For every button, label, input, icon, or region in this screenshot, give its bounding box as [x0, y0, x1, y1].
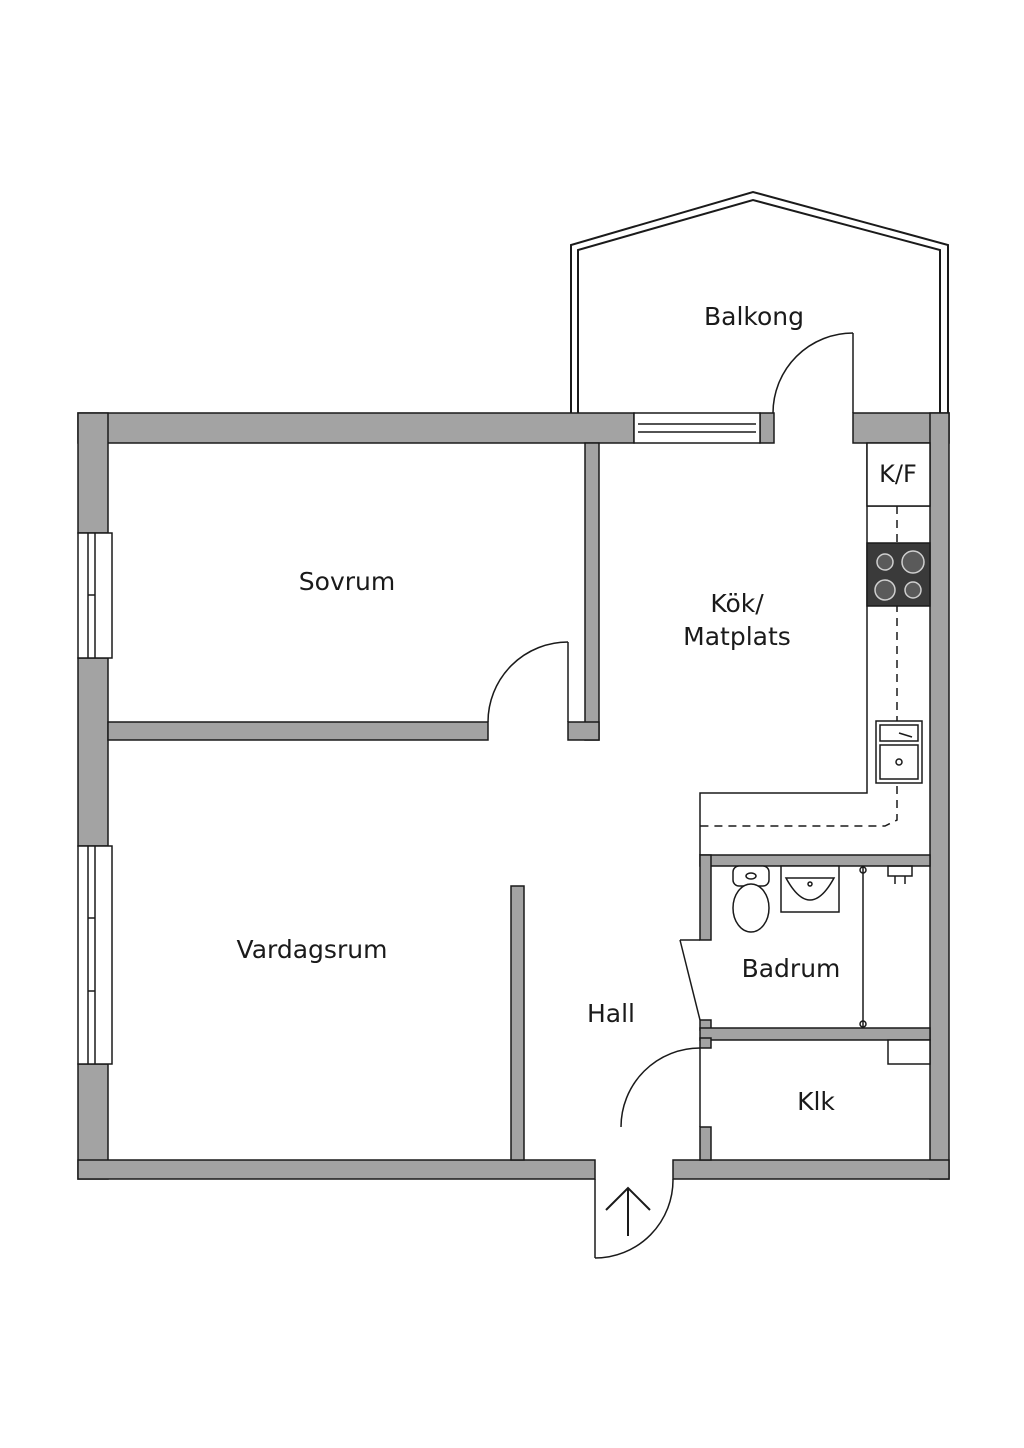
label-bathroom: Badrum [742, 954, 841, 983]
walls [77, 412, 950, 1180]
label-living-room: Vardagsrum [237, 935, 388, 964]
label-hall: Hall [587, 999, 635, 1028]
label-bedroom: Sovrum [299, 567, 395, 596]
label-balcony: Balkong [704, 302, 804, 331]
label-kitchen-line2: Matplats [683, 622, 791, 651]
label-fridge-freezer: K/F [879, 460, 917, 488]
window-kitchen [633, 412, 761, 444]
windows [77, 412, 761, 1065]
fridge-freezer [866, 442, 931, 507]
kitchen-sink-icon [875, 720, 923, 784]
doors [487, 332, 854, 1259]
label-kitchen-line1: Kök/ [710, 589, 764, 618]
balcony [570, 190, 949, 413]
shower-icon [859, 865, 913, 1028]
entrance-arrow-icon [605, 1186, 651, 1236]
wash-basin-icon [780, 865, 840, 913]
label-closet: Klk [797, 1087, 835, 1116]
stove-icon [866, 542, 931, 607]
closet-shelf [887, 1039, 931, 1065]
toilet-icon [732, 865, 770, 933]
